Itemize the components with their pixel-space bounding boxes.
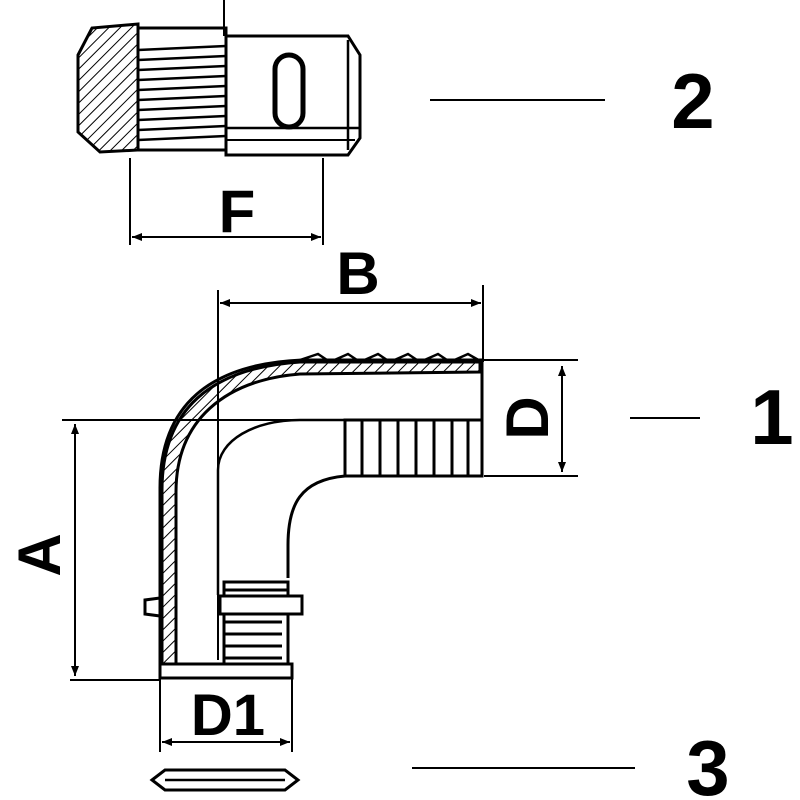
nut-threads xyxy=(137,44,227,142)
dim-f-label: F xyxy=(219,178,256,245)
foot-threads xyxy=(224,588,288,660)
gasket-part xyxy=(149,768,301,792)
dimension-d1: D1 xyxy=(159,678,293,752)
nut-part xyxy=(76,0,362,157)
dim-d-label: D xyxy=(494,396,561,439)
part-number-2: 2 xyxy=(671,57,714,145)
part-number-3: 3 xyxy=(686,724,729,800)
part-number-1: 1 xyxy=(750,373,793,461)
dimension-b: B xyxy=(217,240,484,660)
dim-b-label: B xyxy=(336,240,379,307)
dimension-f: F xyxy=(129,158,324,245)
dim-a-label: A xyxy=(6,533,73,576)
elbow-part xyxy=(143,352,484,680)
dim-d1-label: D1 xyxy=(191,683,265,748)
dimension-a: A xyxy=(6,419,345,681)
dimension-d: D xyxy=(484,359,578,477)
tail-ribs xyxy=(360,420,470,476)
